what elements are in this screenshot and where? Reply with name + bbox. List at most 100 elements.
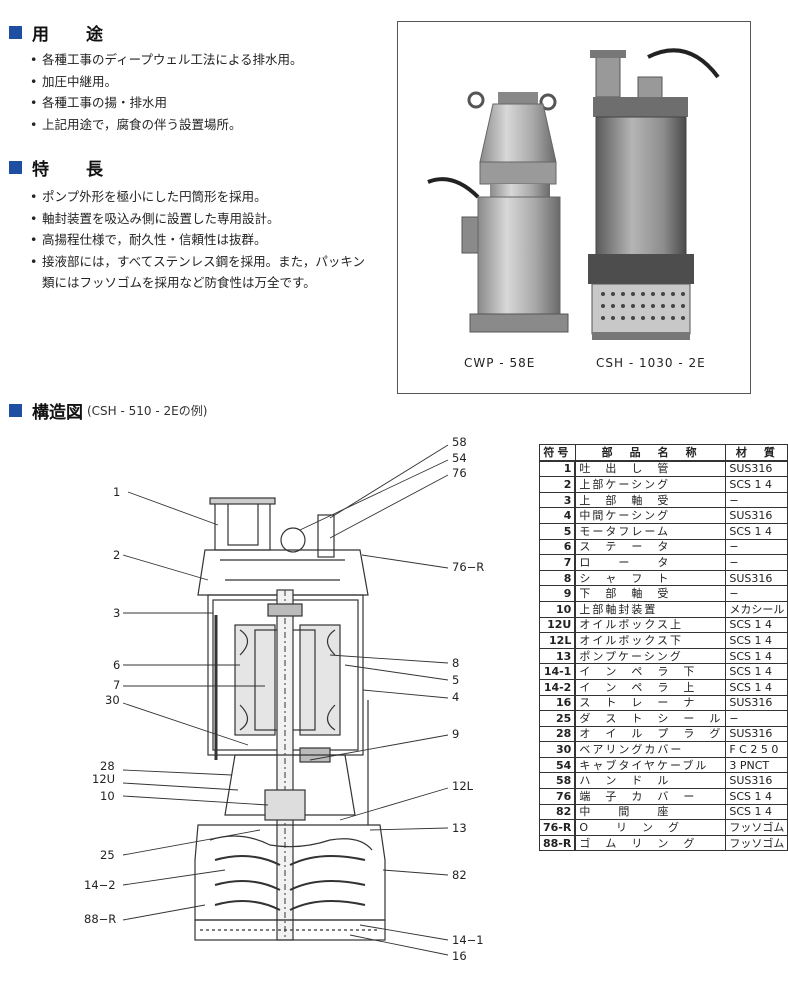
part-name: キャブタイヤケーブル [574, 756, 727, 774]
part-name: ス ト レ ー ナ [574, 694, 727, 712]
part-code: 16 [539, 694, 577, 712]
label-4: 4 [452, 690, 460, 704]
label-25: 25 [100, 848, 115, 862]
part-material: SCS 1 4 [725, 803, 788, 821]
label-30: 30 [105, 693, 120, 707]
header-part-name: 部 品 名 称 [574, 443, 727, 462]
label-12u: 12U [92, 772, 116, 786]
part-material: F C 2 5 0 [725, 741, 788, 758]
part-material: SUS316 [725, 460, 788, 478]
label-76: 76 [452, 466, 467, 480]
label-12l: 12L [452, 779, 474, 793]
part-material: − [725, 585, 788, 602]
label-13: 13 [452, 821, 467, 835]
part-name: 上 部 軸 受 [574, 491, 727, 509]
part-material: SCS 1 4 [725, 678, 788, 696]
part-material: − [725, 710, 788, 727]
part-name: 上部軸封装置 [574, 600, 727, 618]
list-item: 上記用途で，腐食の伴う設置場所。 [30, 114, 370, 136]
structure-note: (CSH - 510 - 2Eの例) [87, 404, 208, 418]
part-material: SCS 1 4 [725, 663, 788, 680]
part-code: 58 [539, 772, 577, 790]
table-header-row: 符号 部 品 名 称 材 質 [539, 443, 788, 462]
list-item: 接液部には，すべてステンレス鋼を採用。また，パッキン類にはフッソゴムを採用など防… [30, 251, 370, 294]
part-name: モータフレーム [574, 522, 727, 540]
part-material: SUS316 [725, 772, 788, 790]
part-code: 13 [539, 647, 577, 665]
part-name: ス テ ー タ [574, 538, 727, 556]
label-3: 3 [113, 606, 121, 620]
blue-square-icon [9, 161, 22, 174]
part-name: 中 間 座 [574, 803, 727, 821]
list-item: 各種工事のディープウェル工法による排水用。 [30, 49, 370, 71]
features-heading: 特 長 [9, 155, 113, 180]
label-9: 9 [452, 727, 460, 741]
caption-left: CWP - 58E [464, 356, 536, 370]
label-1: 1 [113, 485, 121, 499]
part-material: SCS 1 4 [725, 476, 788, 493]
label-16: 16 [452, 949, 467, 963]
part-code: 9 [539, 585, 577, 602]
blue-square-icon [9, 404, 22, 417]
part-code: 82 [539, 803, 577, 821]
part-name: ゴ ム リ ン グ [574, 834, 727, 852]
part-name: 中間ケーシング [574, 507, 727, 524]
pump-cwp-58e-image [427, 91, 569, 333]
usage-heading: 用 途 [9, 20, 113, 45]
pump-csh-1030-2e-image [588, 48, 720, 340]
part-name: ポンプケーシング [574, 647, 727, 665]
caption-right: CSH - 1030 - 2E [596, 356, 706, 370]
header-code: 符号 [539, 443, 576, 462]
part-name: イ ン ペ ラ 下 [574, 663, 727, 680]
label-88-r: 88−R [84, 912, 117, 926]
list-item: 軸封装置を吸込み側に設置した専用設計。 [30, 208, 370, 230]
part-code: 4 [539, 507, 577, 524]
pump-photos-illustration [427, 48, 720, 340]
part-material: SUS316 [725, 507, 788, 524]
part-code: 7 [539, 554, 577, 571]
blue-square-icon [9, 26, 22, 39]
label-6: 6 [113, 658, 121, 672]
list-item: 加圧中継用。 [30, 71, 370, 93]
part-name: オイルボックス上 [574, 616, 727, 634]
label-76-r: 76−R [452, 560, 485, 574]
part-material: − [725, 538, 788, 556]
part-name: ハ ン ド ル [574, 772, 727, 790]
part-code: 10 [539, 600, 577, 618]
part-name: 端 子 カ バ ー [574, 788, 727, 805]
part-code: 30 [539, 741, 577, 758]
features-title: 特 長 [32, 160, 113, 180]
label-14-2: 14−2 [84, 878, 116, 892]
part-code: 3 [539, 491, 577, 509]
part-code: 8 [539, 569, 577, 587]
part-name: ロ ー タ [574, 554, 727, 571]
part-material: SCS 1 4 [725, 632, 788, 649]
part-material: フッソゴム [725, 819, 788, 836]
part-name: イ ン ペ ラ 上 [574, 678, 727, 696]
part-material: SCS 1 4 [725, 616, 788, 634]
product-photo-box: CWP - 58E CSH - 1030 - 2E [397, 21, 751, 394]
label-82: 82 [452, 868, 467, 882]
part-material: SCS 1 4 [725, 647, 788, 665]
part-code: 54 [539, 756, 577, 774]
part-name: ダ ス ト シ ー ル [574, 710, 727, 727]
part-name: 上部ケーシング [574, 476, 727, 493]
part-material: SUS316 [725, 569, 788, 587]
part-name: オ イ ル プ ラ グ [574, 725, 727, 743]
label-7: 7 [113, 678, 121, 692]
